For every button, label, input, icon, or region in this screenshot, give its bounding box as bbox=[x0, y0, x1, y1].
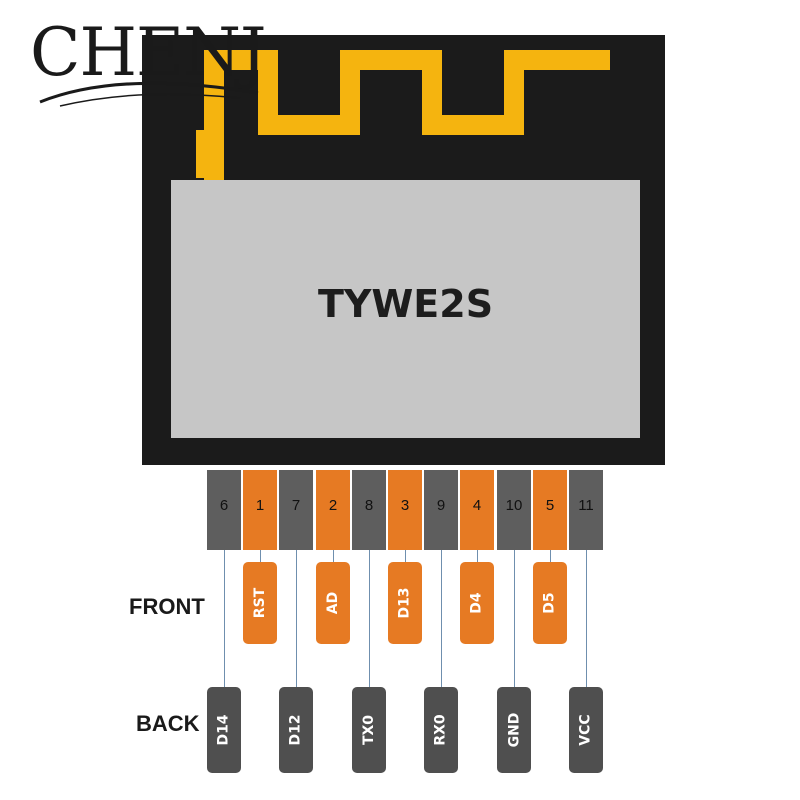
front-signal-label: RST bbox=[251, 587, 268, 619]
pin-4: 4 bbox=[460, 470, 494, 550]
pin-8: 8 bbox=[352, 470, 386, 550]
back-signal-tag: D14 bbox=[207, 687, 241, 773]
lead-back-vcc bbox=[586, 550, 587, 688]
lead-back-tx0 bbox=[369, 550, 370, 688]
front-signal-tag: AD bbox=[316, 562, 350, 644]
front-signal-tag: D13 bbox=[388, 562, 422, 644]
back-signal-tag: RX0 bbox=[424, 687, 458, 773]
lead-front-d5 bbox=[550, 550, 551, 564]
pin-7: 7 bbox=[279, 470, 313, 550]
back-signal-tag: TX0 bbox=[352, 687, 386, 773]
pin-10: 10 bbox=[497, 470, 531, 550]
lead-back-rx0 bbox=[441, 550, 442, 688]
front-signal-tag: D5 bbox=[533, 562, 567, 644]
front-signal-tag: RST bbox=[243, 562, 277, 644]
back-signal-label: RX0 bbox=[432, 714, 449, 746]
brand-logo-swoosh bbox=[39, 81, 259, 107]
front-signal-label: D5 bbox=[542, 592, 558, 614]
front-row-label: FRONT bbox=[129, 594, 205, 619]
front-signal-label: D4 bbox=[469, 592, 485, 614]
lead-back-d14 bbox=[224, 550, 225, 688]
pin-2: 2 bbox=[316, 470, 350, 550]
pin-11: 11 bbox=[569, 470, 603, 550]
pin-3: 3 bbox=[388, 470, 422, 550]
front-signal-label: AD bbox=[325, 591, 341, 615]
back-signal-label: TX0 bbox=[361, 714, 377, 746]
metal-shield bbox=[171, 180, 640, 438]
lead-back-d12 bbox=[296, 550, 297, 688]
pin-9: 9 bbox=[424, 470, 458, 550]
back-signal-tag: VCC bbox=[569, 687, 603, 773]
front-signal-label: D13 bbox=[396, 587, 413, 619]
pin-5: 5 bbox=[533, 470, 567, 550]
back-signal-label: D12 bbox=[287, 714, 304, 746]
lead-front-d4 bbox=[477, 550, 478, 564]
pin-6: 6 bbox=[207, 470, 241, 550]
lead-front-rst bbox=[260, 550, 261, 564]
back-signal-tag: GND bbox=[497, 687, 531, 773]
brand-logo-text: CHENJ bbox=[30, 14, 266, 91]
lead-back-gnd bbox=[514, 550, 515, 688]
back-signal-label: GND bbox=[506, 712, 522, 748]
front-signal-tag: D4 bbox=[460, 562, 494, 644]
back-row-label: BACK bbox=[136, 711, 200, 736]
lead-front-d13 bbox=[405, 550, 406, 564]
back-signal-label: D14 bbox=[215, 714, 232, 746]
pin-1: 1 bbox=[243, 470, 277, 550]
back-signal-tag: D12 bbox=[279, 687, 313, 773]
module-name: TYWE2S bbox=[317, 282, 494, 326]
lead-front-ad bbox=[333, 550, 334, 564]
back-signal-label: VCC bbox=[577, 714, 594, 746]
